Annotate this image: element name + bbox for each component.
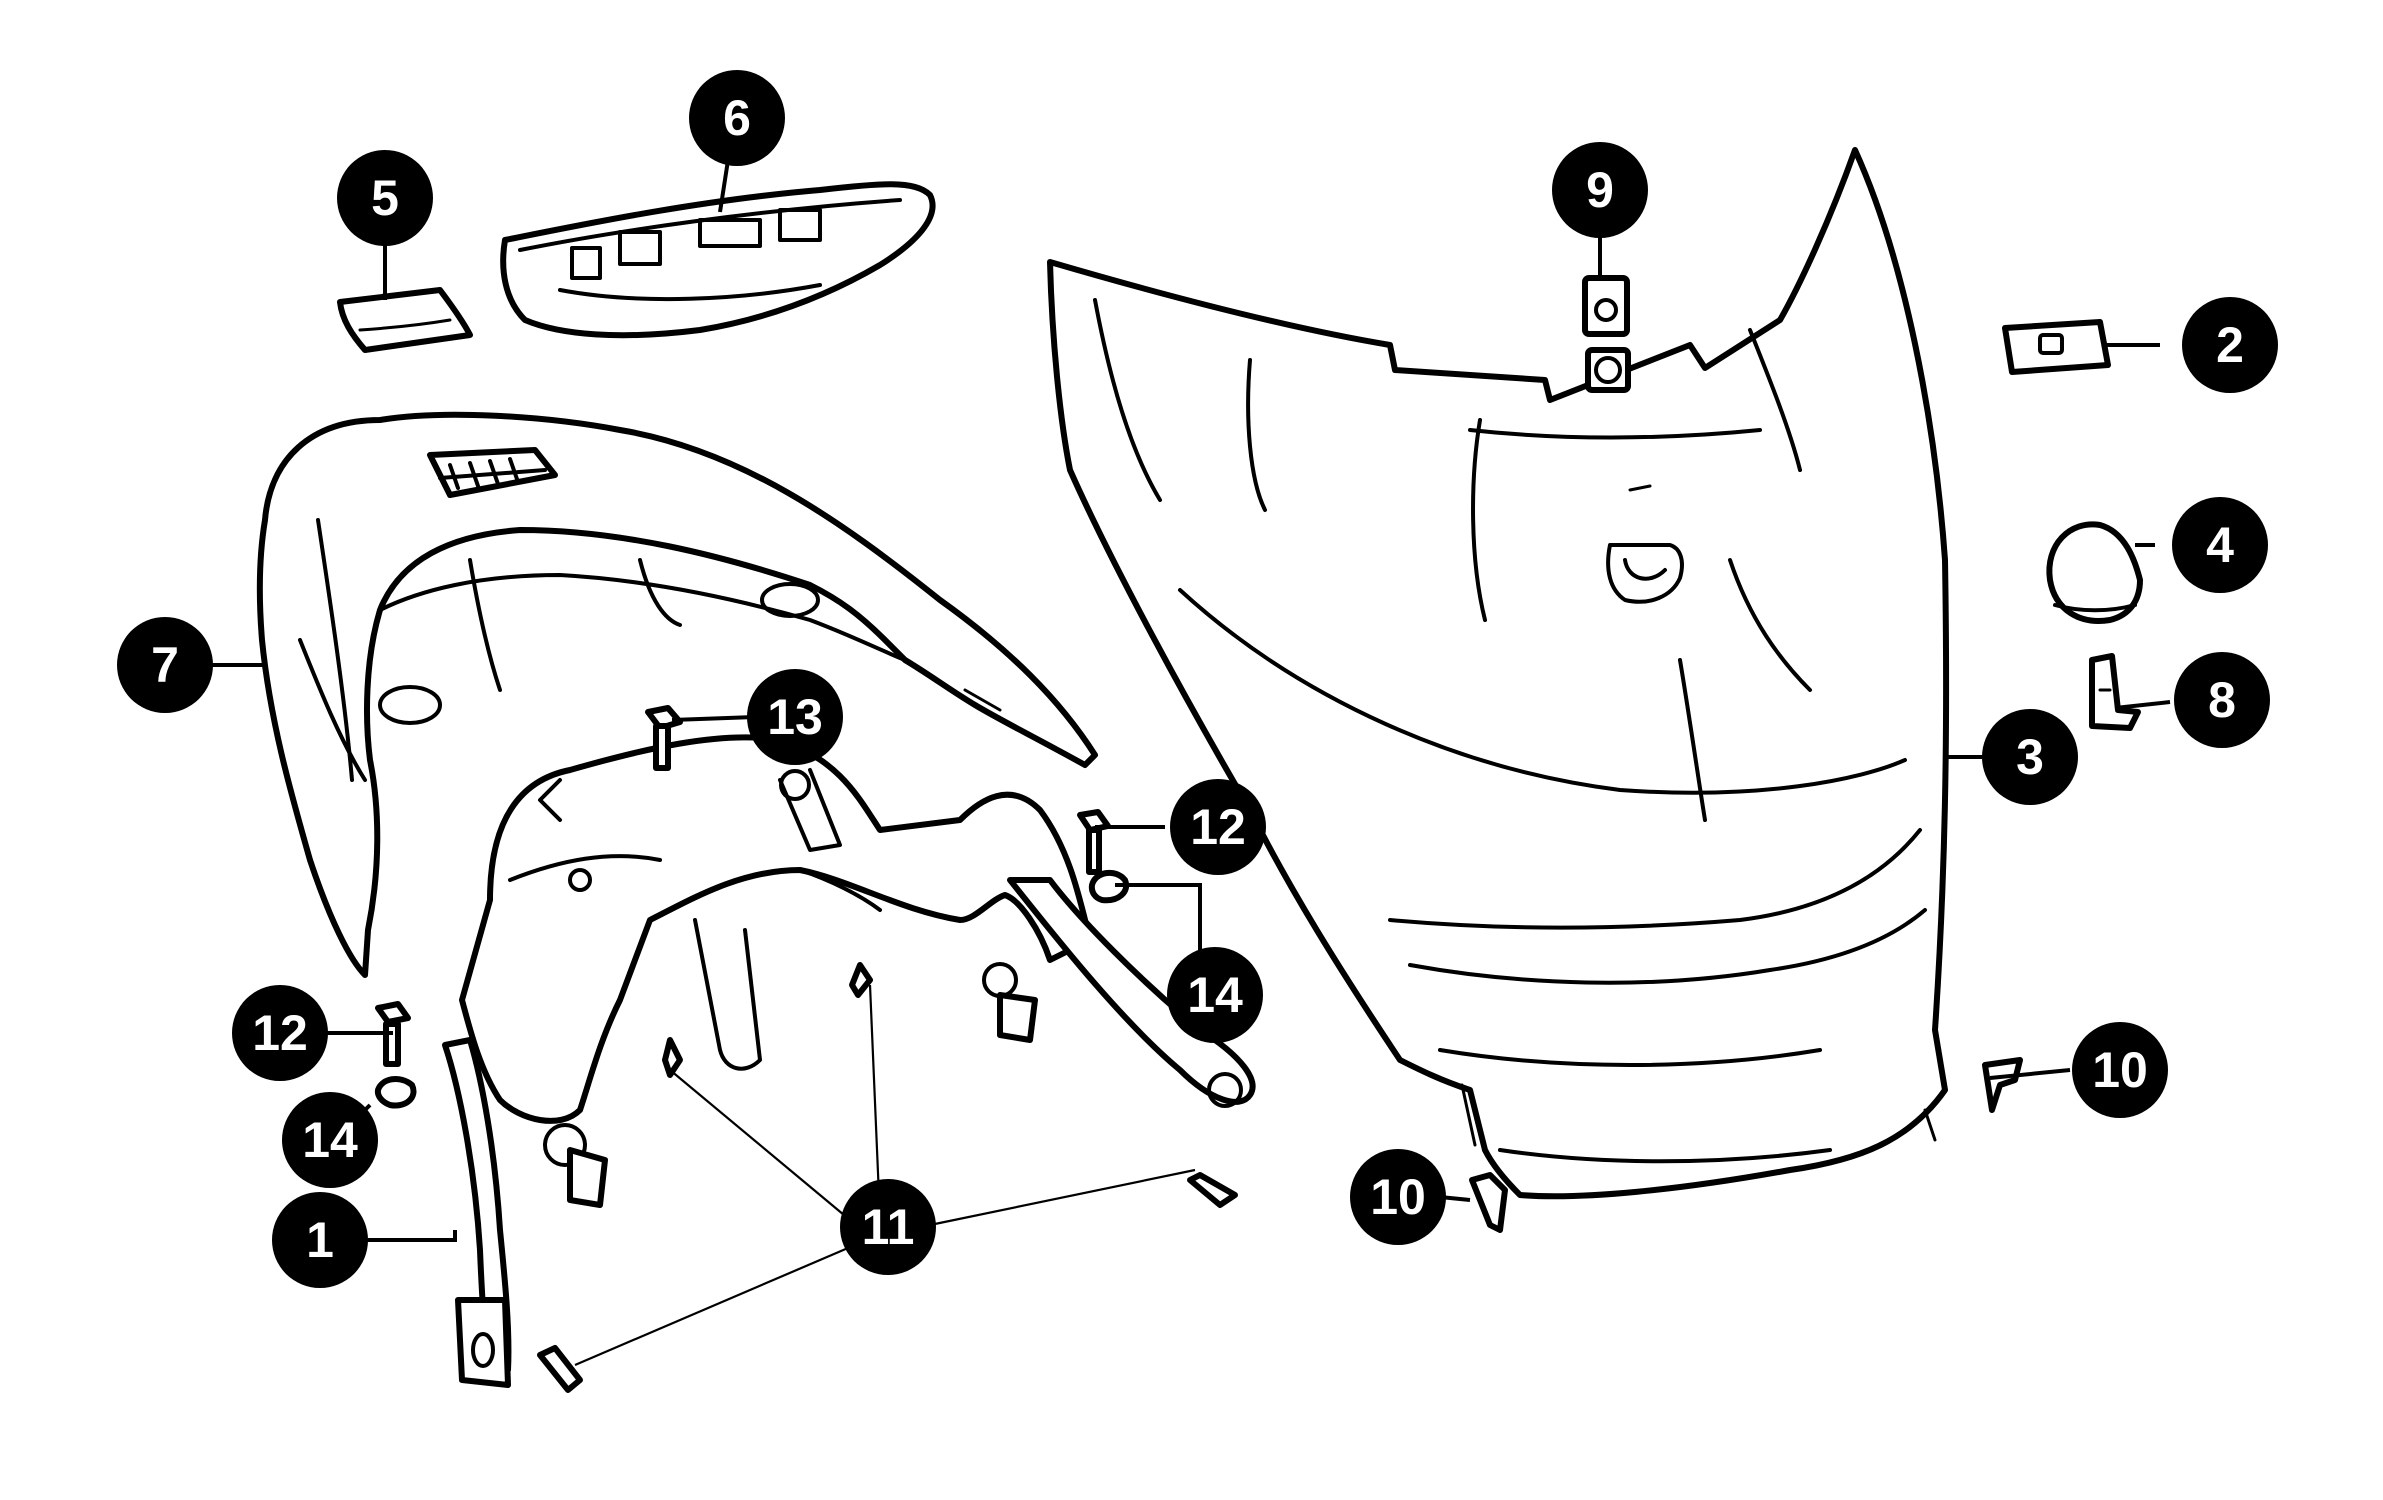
callout-2: 2 — [2182, 297, 2278, 393]
callout-13: 13 — [747, 669, 843, 765]
callout-label-12-left: 12 — [252, 1005, 308, 1061]
callout-1: 1 — [272, 1192, 368, 1288]
part-nut-14-left — [374, 1076, 417, 1109]
callout-label-2: 2 — [2216, 317, 2244, 373]
callout-label-6: 6 — [723, 90, 751, 146]
part-bracket-8 — [2089, 653, 2141, 731]
callout-label-4: 4 — [2206, 517, 2234, 573]
callout-label-7: 7 — [151, 637, 179, 693]
callout-7: 7 — [117, 617, 213, 713]
callout-6: 6 — [689, 70, 785, 166]
callout-11: 11 — [840, 1179, 936, 1275]
part-clip-9 — [1582, 275, 1631, 393]
callout-label-8: 8 — [2208, 672, 2236, 728]
callout-label-1: 1 — [306, 1212, 334, 1268]
callout-4: 4 — [2172, 497, 2268, 593]
part-tail-light — [500, 181, 936, 339]
callout-5: 5 — [337, 150, 433, 246]
callout-14-left: 14 — [282, 1092, 378, 1188]
part-nut-14-right — [1088, 869, 1130, 904]
part-bolt-13 — [645, 705, 683, 771]
callout-12-left: 12 — [232, 985, 328, 1081]
callout-8: 8 — [2174, 652, 2270, 748]
callout-9: 9 — [1552, 142, 1648, 238]
part-clips-10 — [1469, 1057, 2023, 1233]
part-front-shield — [1047, 147, 1950, 1200]
callout-label-10-right: 10 — [2092, 1042, 2148, 1098]
callout-label-10-left: 10 — [1370, 1169, 1426, 1225]
callout-label-3: 3 — [2016, 729, 2044, 785]
part-bolt-12-right — [1077, 809, 1111, 875]
callout-label-5: 5 — [371, 170, 399, 226]
callout-label-14-right: 14 — [1187, 967, 1243, 1023]
part-plate-5 — [337, 287, 473, 353]
part-reflector-4 — [2046, 521, 2143, 624]
callout-label-9: 9 — [1586, 162, 1614, 218]
callout-3: 3 — [1982, 709, 2078, 805]
part-clip-2 — [2002, 319, 2111, 375]
callout-10-right: 10 — [2072, 1022, 2168, 1118]
part-tail-section — [256, 411, 1098, 978]
callout-label-12-right: 12 — [1190, 799, 1246, 855]
callout-14-right: 14 — [1167, 947, 1263, 1043]
callout-12-right: 12 — [1170, 779, 1266, 875]
callout-10-left: 10 — [1350, 1149, 1446, 1245]
callout-label-13: 13 — [767, 689, 823, 745]
callout-label-11: 11 — [862, 1199, 915, 1255]
part-rivets-11 — [537, 962, 1238, 1393]
callout-label-14-left: 14 — [302, 1112, 358, 1168]
part-carrier-frame — [442, 734, 1256, 1388]
